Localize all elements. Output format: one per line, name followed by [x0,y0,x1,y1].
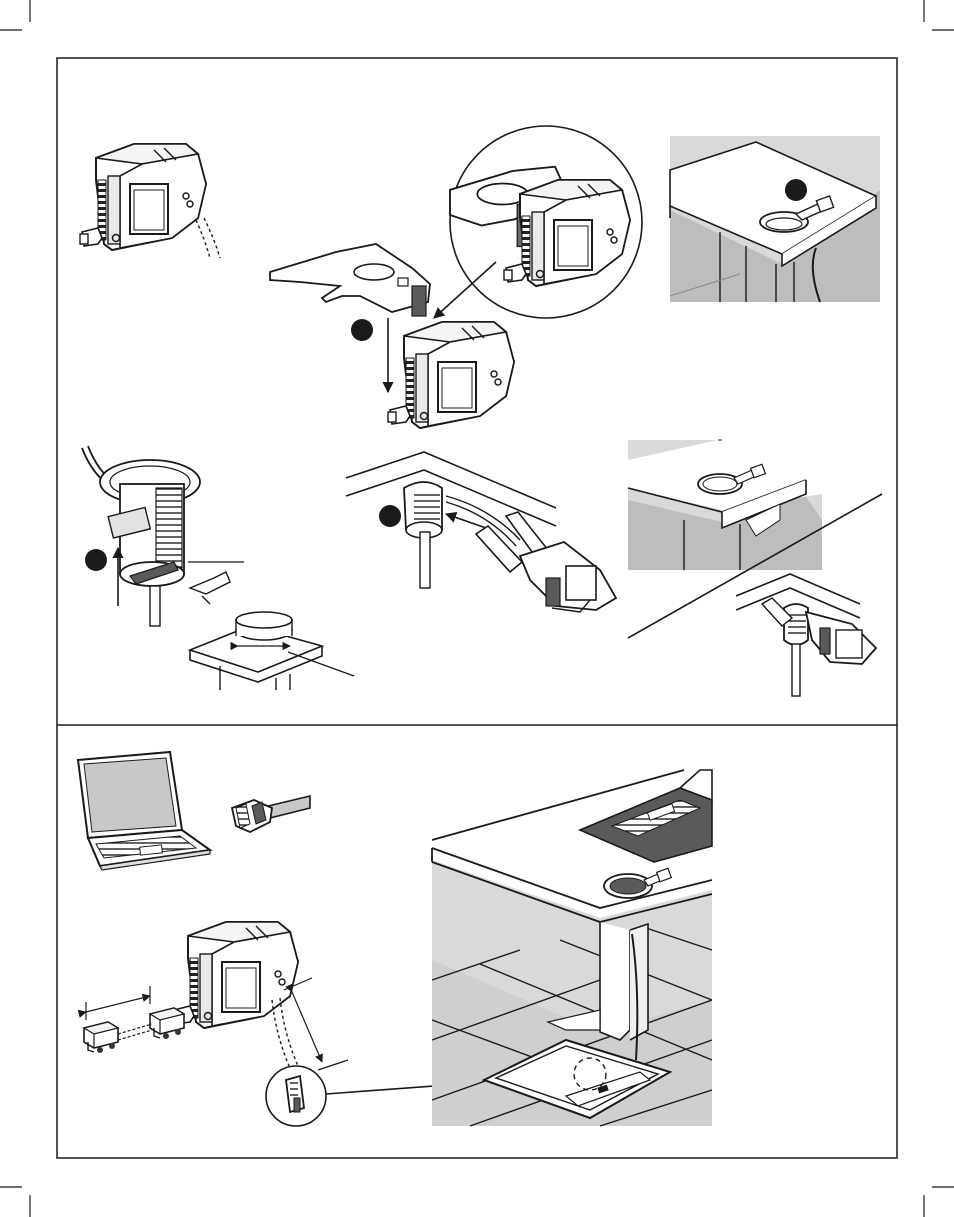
bottom-panel [78,752,712,1126]
module-icon [80,144,220,258]
step-marker-desk-hole [785,179,807,201]
step-marker-grommet [85,549,107,571]
under-desk-mount-icon [346,452,616,612]
ethernet-cable-icon [232,796,310,832]
step-marker-bracket [351,319,373,341]
magnifier-detail-icon [434,126,642,318]
grommet-insert-icon [82,446,354,690]
top-panel [80,126,882,696]
step-marker-mount [379,505,401,527]
installed-icon [628,440,882,696]
laptop-icon [78,752,210,870]
desk-grommet-icon [670,136,880,302]
desk-scene-icon [432,770,712,1126]
